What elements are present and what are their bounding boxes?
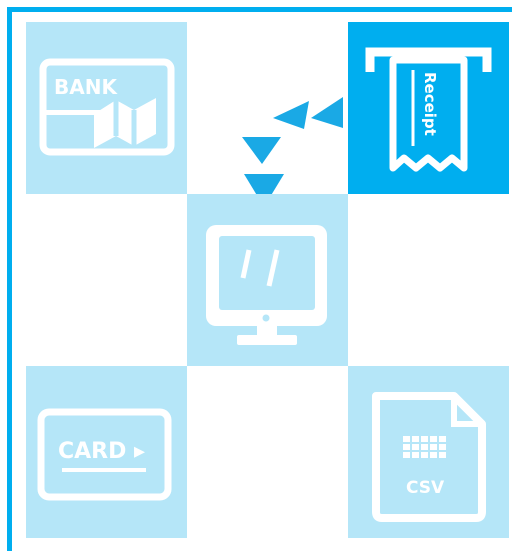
spreadsheet-grid-icon xyxy=(403,436,446,458)
outer-frame xyxy=(7,7,512,551)
arrow-left-1-icon xyxy=(311,97,343,128)
bank-transfer-icon: BANK xyxy=(39,58,175,156)
card-tile[interactable]: CARD ▸ xyxy=(26,366,187,538)
arrow-down-1-icon xyxy=(242,137,281,164)
bank-tile[interactable]: BANK xyxy=(26,22,187,194)
credit-card-icon: CARD ▸ xyxy=(37,408,172,501)
arrow-down-2-icon xyxy=(244,174,284,207)
bank-label: BANK xyxy=(54,75,118,99)
arrow-left-2-icon xyxy=(273,101,309,129)
card-label: CARD ▸ xyxy=(58,439,145,464)
csv-label: CSV xyxy=(406,478,445,498)
receipt-label: Receipt xyxy=(421,72,439,136)
desktop-monitor-icon xyxy=(206,225,327,345)
receipt-printer-icon: Receipt xyxy=(365,47,492,172)
csv-tile[interactable]: CSV xyxy=(348,366,509,538)
monitor-tile[interactable] xyxy=(187,194,348,366)
csv-file-icon: CSV xyxy=(372,392,486,522)
receipt-tile[interactable]: Receipt xyxy=(348,22,509,194)
